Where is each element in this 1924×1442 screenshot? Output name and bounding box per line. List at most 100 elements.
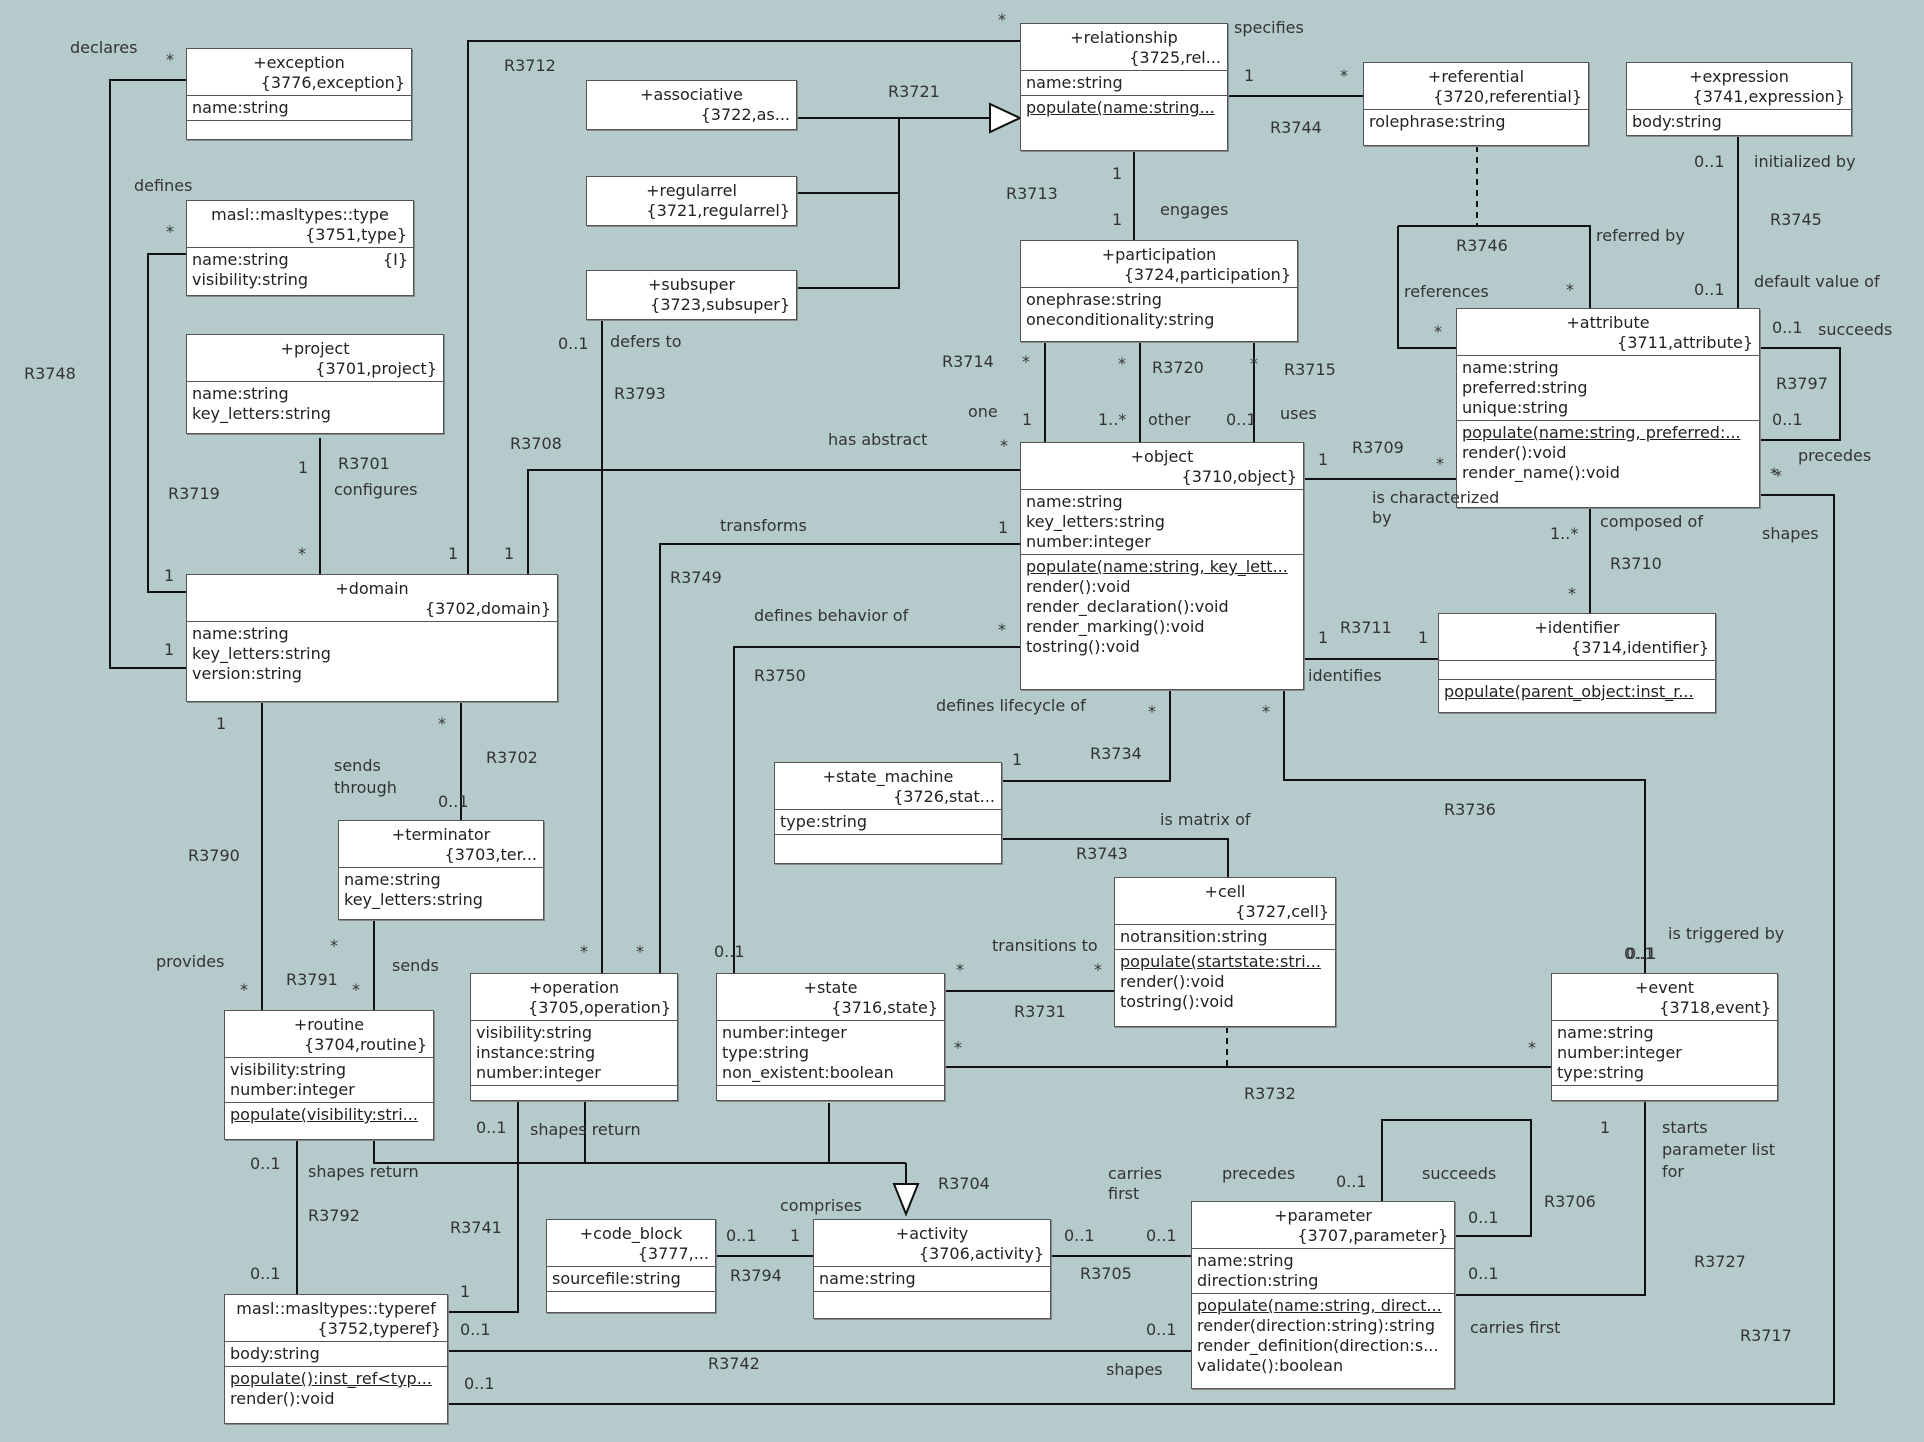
label-shapes-return-routine: shapes return: [308, 1162, 419, 1181]
multiplicity: *: [166, 50, 174, 69]
label-r3704: R3704: [938, 1174, 990, 1193]
label-comprises: comprises: [780, 1196, 862, 1215]
multiplicity: *: [352, 980, 360, 999]
class-state-machine[interactable]: +state_machine{3726,stat... type:string: [774, 762, 1002, 864]
class-operation[interactable]: +operation{3705,operation} visibility:st…: [470, 973, 678, 1101]
label-r3705: R3705: [1080, 1264, 1132, 1283]
label-for: for: [1662, 1162, 1684, 1181]
multiplicity: *: [1094, 960, 1102, 979]
label-shapes-return-operation: shapes return: [530, 1120, 641, 1139]
multiplicity: 0..1: [250, 1264, 281, 1283]
multiplicity: 0..1: [726, 1226, 757, 1245]
label-engages: engages: [1160, 200, 1229, 219]
label-r3732: R3732: [1244, 1084, 1296, 1103]
multiplicity: 1: [790, 1226, 801, 1245]
class-cell[interactable]: +cell{3727,cell} notransition:string pop…: [1114, 877, 1336, 1027]
multiplicity: 1: [1022, 410, 1033, 429]
label-configures: configures: [334, 480, 418, 499]
label-precedes-param: precedes: [1222, 1164, 1296, 1183]
label-has-abstract: has abstract: [828, 430, 928, 449]
class-regularrel[interactable]: +regularrel{3721,regularrel}: [586, 176, 797, 226]
multiplicity: 0..1: [1226, 410, 1257, 429]
label-r3734: R3734: [1090, 744, 1142, 763]
label-parameter-list: parameter list: [1662, 1140, 1776, 1159]
multiplicity: 1: [1112, 164, 1123, 183]
multiplicity: 1: [216, 714, 227, 733]
class-activity[interactable]: +activity{3706,activity} name:string: [813, 1219, 1051, 1319]
multiplicity: 1..*: [1550, 524, 1579, 543]
multiplicity: 0..1: [460, 1320, 491, 1339]
label-r3742: R3742: [708, 1354, 760, 1373]
class-referential[interactable]: +referential{3720,referential} rolephras…: [1363, 62, 1589, 146]
class-expression[interactable]: +expression{3741,expression} body:string: [1626, 62, 1852, 136]
label-succeeds-param: succeeds: [1422, 1164, 1497, 1183]
multiplicity: 0..1: [476, 1118, 507, 1137]
label-defines-behavior-of: defines behavior of: [754, 606, 909, 625]
multiplicity: *: [1434, 322, 1442, 341]
label-r3715: R3715: [1284, 360, 1336, 379]
multiplicity: *: [1118, 354, 1126, 373]
multiplicity: *: [438, 714, 446, 733]
label-initialized-by: initialized by: [1754, 152, 1856, 171]
multiplicity: *: [1250, 354, 1258, 373]
multiplicity: *: [1770, 464, 1778, 483]
label-r3709: R3709: [1352, 438, 1404, 457]
label-r3721: R3721: [888, 82, 940, 101]
label-r3708: R3708: [510, 434, 562, 453]
label-r3741: R3741: [450, 1218, 502, 1237]
label-r3749: R3749: [670, 568, 722, 587]
label-defers-to: defers to: [610, 332, 682, 351]
label-r3702: R3702: [486, 748, 538, 767]
multiplicity: *: [330, 936, 338, 955]
label-is-matrix-of: is matrix of: [1160, 810, 1251, 829]
class-exception[interactable]: +exception{3776,exception} name:string: [186, 48, 412, 140]
class-participation[interactable]: +participation{3724,participation} oneph…: [1020, 240, 1298, 342]
label-is-triggered-by: is triggered by: [1668, 924, 1785, 943]
label-first: first: [1108, 1184, 1140, 1203]
multiplicity: *: [998, 10, 1006, 29]
multiplicity: 1: [448, 544, 459, 563]
label-starts: starts: [1662, 1118, 1708, 1137]
class-relationship[interactable]: +relationship{3725,rel... name:string po…: [1020, 23, 1228, 151]
multiplicity: 1: [1012, 750, 1023, 769]
multiplicity: *: [1000, 436, 1008, 455]
label-default-value-of: default value of: [1754, 272, 1880, 291]
multiplicity: 1: [1600, 1118, 1611, 1137]
class-identifier[interactable]: +identifier{3714,identifier} populate(pa…: [1438, 613, 1716, 713]
multiplicity: 1: [164, 640, 175, 659]
label-defines: defines: [134, 176, 193, 195]
label-shapes-param: shapes: [1106, 1360, 1163, 1379]
label-specifies: specifies: [1234, 18, 1304, 37]
label-is-characterized: is characterized: [1372, 488, 1500, 507]
class-code-block[interactable]: +code_block{3777,... sourcefile:string: [546, 1219, 716, 1313]
multiplicity: 0..1: [1064, 1226, 1095, 1245]
multiplicity: *: [1022, 352, 1030, 371]
label-one: one: [968, 402, 998, 421]
label-by: by: [1372, 508, 1392, 527]
label-r3792: R3792: [308, 1206, 360, 1225]
multiplicity: *: [1262, 702, 1270, 721]
label-r3790: R3790: [188, 846, 240, 865]
multiplicity: 0..1: [1694, 280, 1725, 299]
class-typeref[interactable]: masl::masltypes::typeref{3752,typeref} b…: [224, 1294, 448, 1424]
label-sends-through-1: sends: [334, 756, 381, 775]
class-associative[interactable]: +associative{3722,as...: [586, 80, 797, 130]
multiplicity: *: [1774, 466, 1782, 485]
multiplicity: 1: [298, 458, 309, 477]
label-r3719: R3719: [168, 484, 220, 503]
class-routine[interactable]: +routine{3704,routine} visibility:string…: [224, 1010, 434, 1140]
class-subsuper[interactable]: +subsuper{3723,subsuper}: [586, 270, 797, 320]
class-type[interactable]: masl::masltypes::type{3751,type} name:st…: [186, 200, 414, 296]
multiplicity: 0..1: [438, 792, 469, 811]
multiplicity: 0..1: [1772, 318, 1803, 337]
label-r3797: R3797: [1776, 374, 1828, 393]
